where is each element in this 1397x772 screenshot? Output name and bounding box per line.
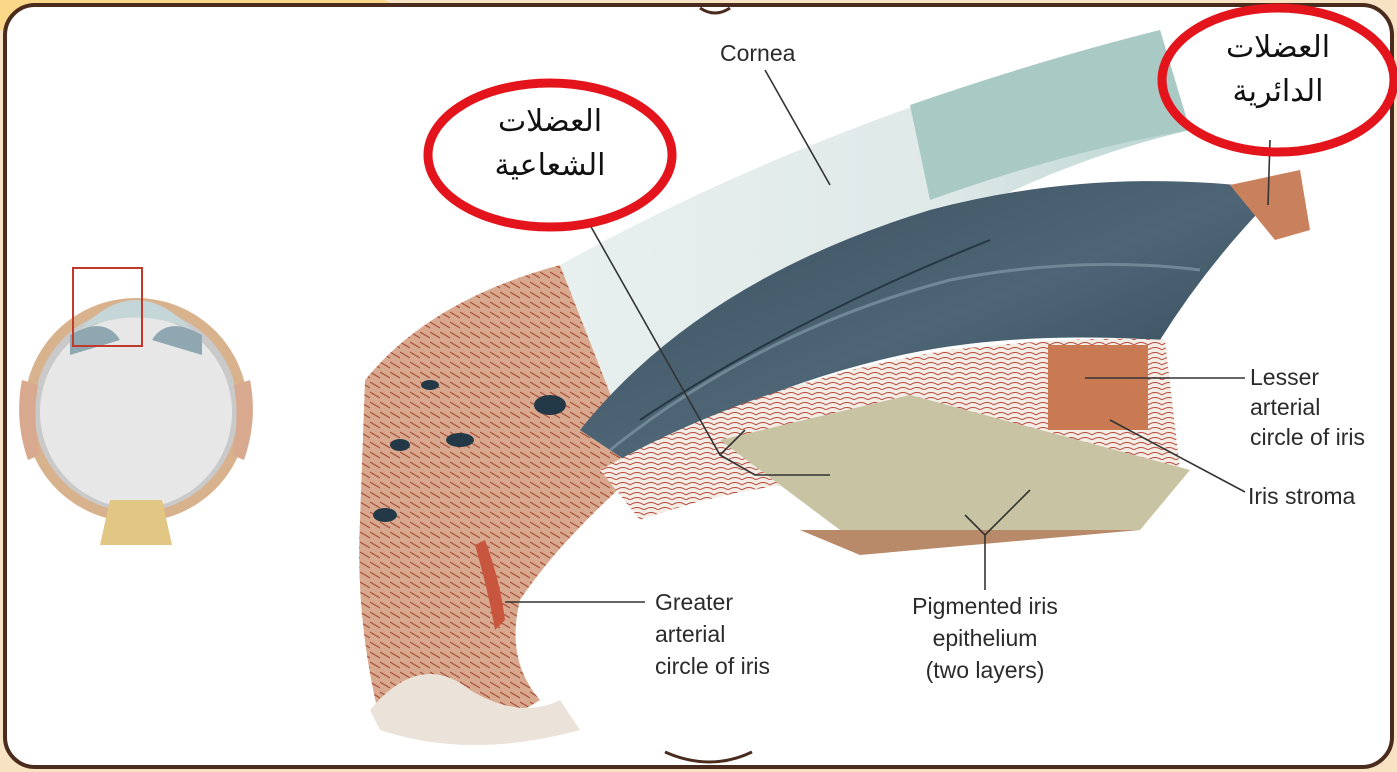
greater-line1: Greater [655,586,770,618]
iris-stroma-label: Iris stroma [1248,481,1355,511]
pigmented-iris-epithelium-label: Pigmented iris epithelium (two layers) [880,590,1090,686]
pigmented-line2: epithelium [880,622,1090,654]
lesser-line2: arterial [1250,392,1365,422]
lesser-line3: circle of iris [1250,422,1365,452]
circular-muscles-annotation: العضلات الدائرية [1188,26,1368,114]
greater-line3: circle of iris [655,650,770,682]
cornea-label: Cornea [720,38,795,68]
circular-muscles-line2: الدائرية [1188,70,1368,114]
greater-line2: arterial [655,618,770,650]
greater-arterial-circle-label: Greater arterial circle of iris [655,586,770,682]
radial-muscles-line2: الشعاعية [450,144,650,188]
circular-muscles-line1: العضلات [1188,26,1368,70]
lesser-arterial-circle-label: Lesser arterial circle of iris [1250,362,1365,452]
pigmented-line3: (two layers) [880,654,1090,686]
lesser-line1: Lesser [1250,362,1365,392]
radial-muscles-annotation: العضلات الشعاعية [450,100,650,188]
radial-muscles-line1: العضلات [450,100,650,144]
pigmented-line1: Pigmented iris [880,590,1090,622]
